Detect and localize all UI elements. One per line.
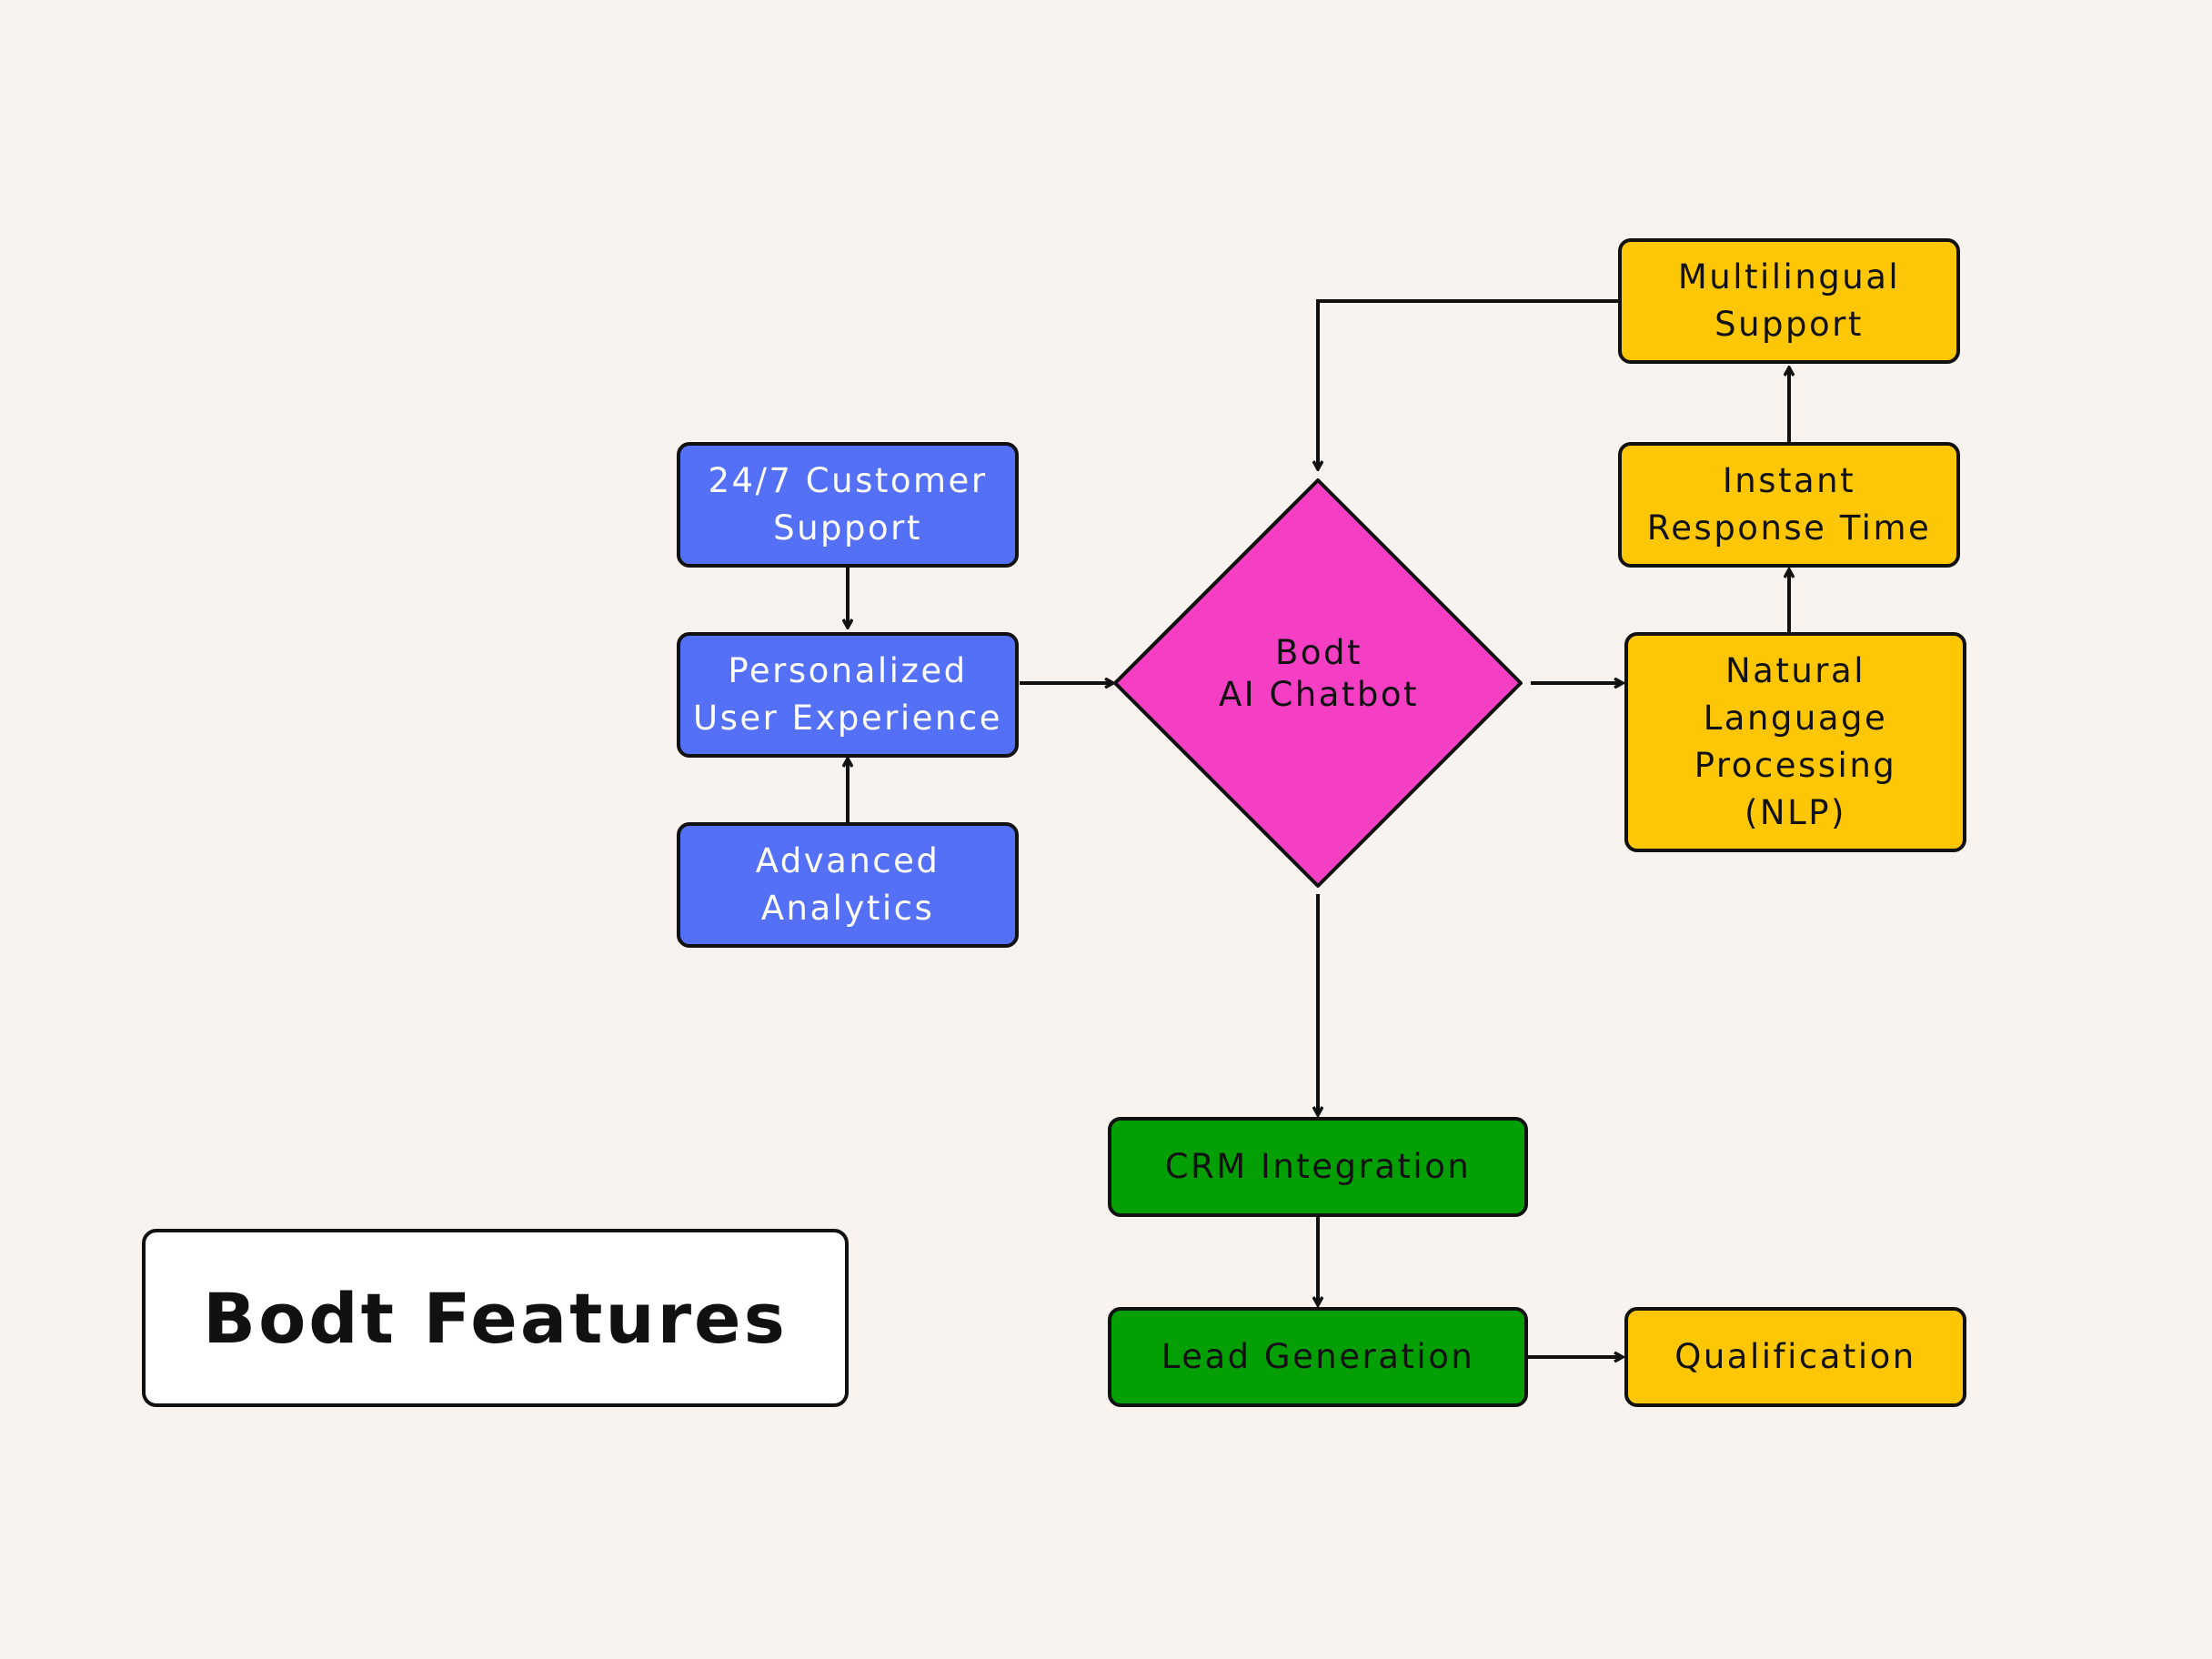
node-multilingual-support: Multilingual Support xyxy=(1618,238,1960,364)
node-customer-support: 24/7 Customer Support xyxy=(677,442,1019,568)
node-instant-response: Instant Response Time xyxy=(1618,442,1960,568)
node-qualification: Qualification xyxy=(1624,1307,1966,1407)
node-personalized-experience: Personalized User Experience xyxy=(677,632,1019,758)
arrow-multilingual-to-chatbot xyxy=(1318,299,1620,469)
node-lead-generation: Lead Generation xyxy=(1108,1307,1528,1407)
diagram-title: Bodt Features xyxy=(142,1229,849,1407)
node-crm-integration: CRM Integration xyxy=(1108,1117,1528,1217)
node-nlp: Natural Language Processing (NLP) xyxy=(1624,632,1966,852)
chatbot-label: Bodt AI Chatbot xyxy=(1218,633,1420,714)
node-advanced-analytics: Advanced Analytics xyxy=(677,822,1019,948)
chatbot-diamond xyxy=(1113,478,1523,888)
